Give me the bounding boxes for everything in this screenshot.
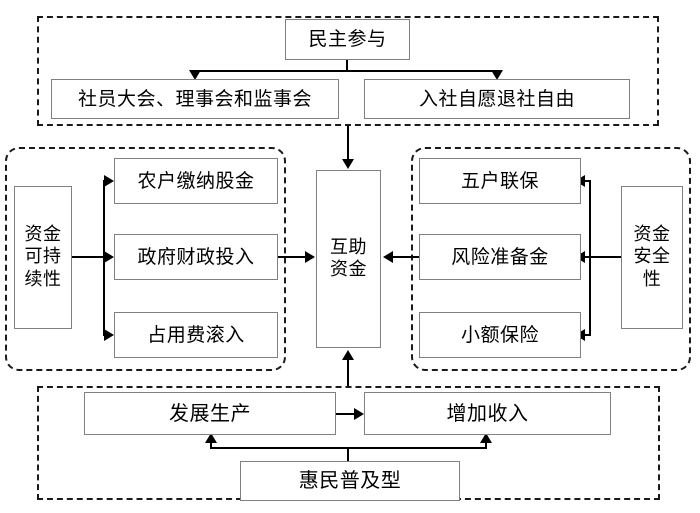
connector-democracy-stem [346, 60, 348, 72]
connector-benefit-to-fund [347, 359, 349, 386]
arrow-inclusive-to-income [480, 433, 492, 443]
connector-to-micro-insurance [584, 334, 590, 336]
node-label: 风险准备金 [451, 245, 549, 268]
connector-to-five-household [584, 180, 590, 182]
node-micro-insurance[interactable]: 小额保险 [419, 312, 581, 358]
connector-inclusive-bar [210, 447, 487, 449]
node-label: 资金安全性 [633, 223, 671, 290]
connector-production-to-income [336, 413, 356, 415]
node-farmer-shares[interactable]: 农户缴纳股金 [114, 158, 278, 204]
arrow-right-group-to-fund [383, 251, 393, 263]
region-democratic-governance [37, 16, 659, 126]
arrow-to-farmer-shares [104, 175, 114, 187]
node-fund-sustainability[interactable]: 资金可持续性 [14, 186, 72, 329]
node-fund-safety[interactable]: 资金安全性 [621, 186, 683, 329]
node-develop-production[interactable]: 发展生产 [84, 392, 336, 435]
node-label: 民主参与 [308, 28, 387, 51]
arrow-to-government-investment [104, 251, 114, 263]
node-label: 小额保险 [460, 323, 539, 346]
connector-governance-to-fund [347, 126, 349, 160]
node-label: 发展生产 [169, 400, 251, 425]
region-fund-safety [411, 147, 691, 371]
connector-to-risk-reserve [584, 256, 590, 258]
node-mutual-aid-fund[interactable]: 互助资金 [316, 170, 381, 348]
node-label: 惠民普及型 [298, 468, 402, 493]
arrow-to-member-assembly [189, 70, 201, 80]
node-label: 入社自愿退社自由 [418, 87, 575, 110]
node-government-investment[interactable]: 政府财政投入 [114, 234, 278, 280]
arrow-to-voluntary-join-leave [491, 70, 503, 80]
node-label: 占用费滚入 [147, 323, 245, 346]
connector-right-group-to-fund [392, 256, 419, 258]
node-occupancy-fee-rollin[interactable]: 占用费滚入 [114, 312, 278, 358]
node-inclusive-popular-type[interactable]: 惠民普及型 [240, 461, 460, 501]
node-label: 农户缴纳股金 [137, 169, 255, 192]
connector-safety-out [590, 256, 621, 258]
arrow-left-group-to-fund [305, 251, 315, 263]
node-label: 社员大会、理事会和监事会 [77, 87, 312, 110]
arrow-production-to-income [354, 408, 364, 420]
connector-inclusive-left-rise [210, 441, 212, 448]
node-voluntary-join-leave[interactable]: 入社自愿退社自由 [364, 79, 630, 119]
region-fund-sustainability [5, 147, 286, 371]
connector-left-group-to-fund [278, 256, 308, 258]
connector-inclusive-right-rise [485, 441, 487, 448]
connector-safety-bus [589, 180, 591, 336]
node-label: 互助资金 [330, 236, 367, 281]
arrow-benefit-to-fund [342, 350, 354, 360]
node-democratic-participation[interactable]: 民主参与 [285, 19, 410, 60]
node-five-household-guarantee[interactable]: 五户联保 [419, 158, 581, 204]
node-label: 五户联保 [460, 169, 539, 192]
node-label: 政府财政投入 [137, 245, 255, 268]
arrow-inclusive-to-production [205, 433, 217, 443]
arrow-to-occupancy-fee [104, 329, 114, 341]
node-label: 资金可持续性 [24, 223, 62, 290]
node-risk-reserve[interactable]: 风险准备金 [419, 234, 581, 280]
connector-democracy-split [194, 70, 498, 72]
connector-inclusive-stem [347, 448, 349, 462]
node-increase-income[interactable]: 增加收入 [364, 392, 611, 435]
arrow-governance-to-fund [342, 159, 354, 169]
node-member-assembly[interactable]: 社员大会、理事会和监事会 [51, 79, 339, 119]
node-label: 增加收入 [446, 400, 529, 425]
connector-sustainability-out [72, 256, 104, 258]
